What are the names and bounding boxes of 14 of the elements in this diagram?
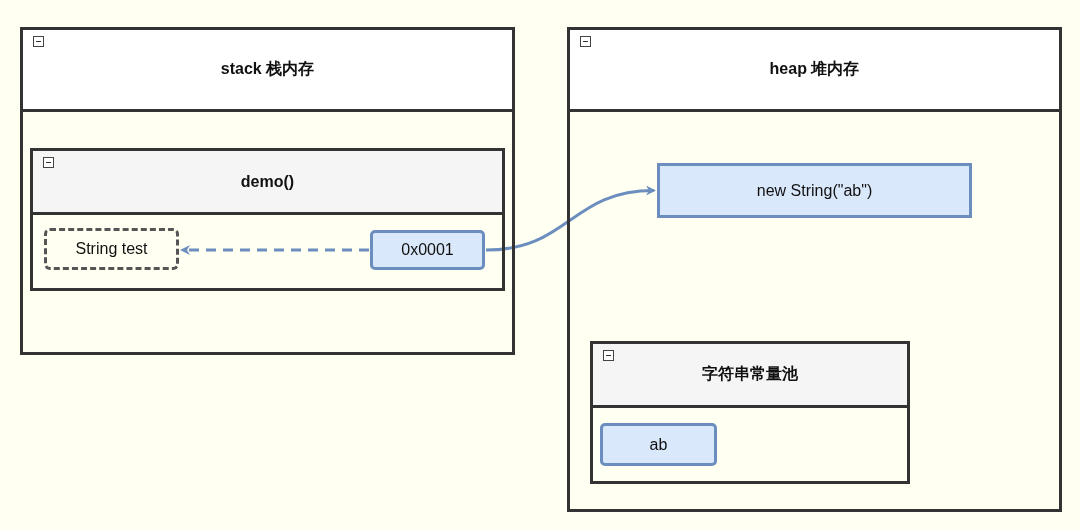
container-box	[567, 27, 1062, 512]
container-box	[590, 341, 910, 484]
variable-box: String test	[44, 228, 179, 270]
arrow	[180, 245, 369, 255]
container-title: demo()	[33, 151, 502, 215]
value-box: ab	[600, 423, 717, 466]
arrow	[485, 186, 656, 252]
container-title: 字符串常量池	[593, 344, 907, 408]
value-box: new String("ab")	[657, 163, 972, 218]
container-box	[30, 148, 505, 291]
value-box: 0x0001	[370, 230, 485, 270]
container-title: stack 栈内存	[23, 30, 512, 112]
container-title: heap 堆内存	[570, 30, 1059, 112]
container-box	[20, 27, 515, 355]
